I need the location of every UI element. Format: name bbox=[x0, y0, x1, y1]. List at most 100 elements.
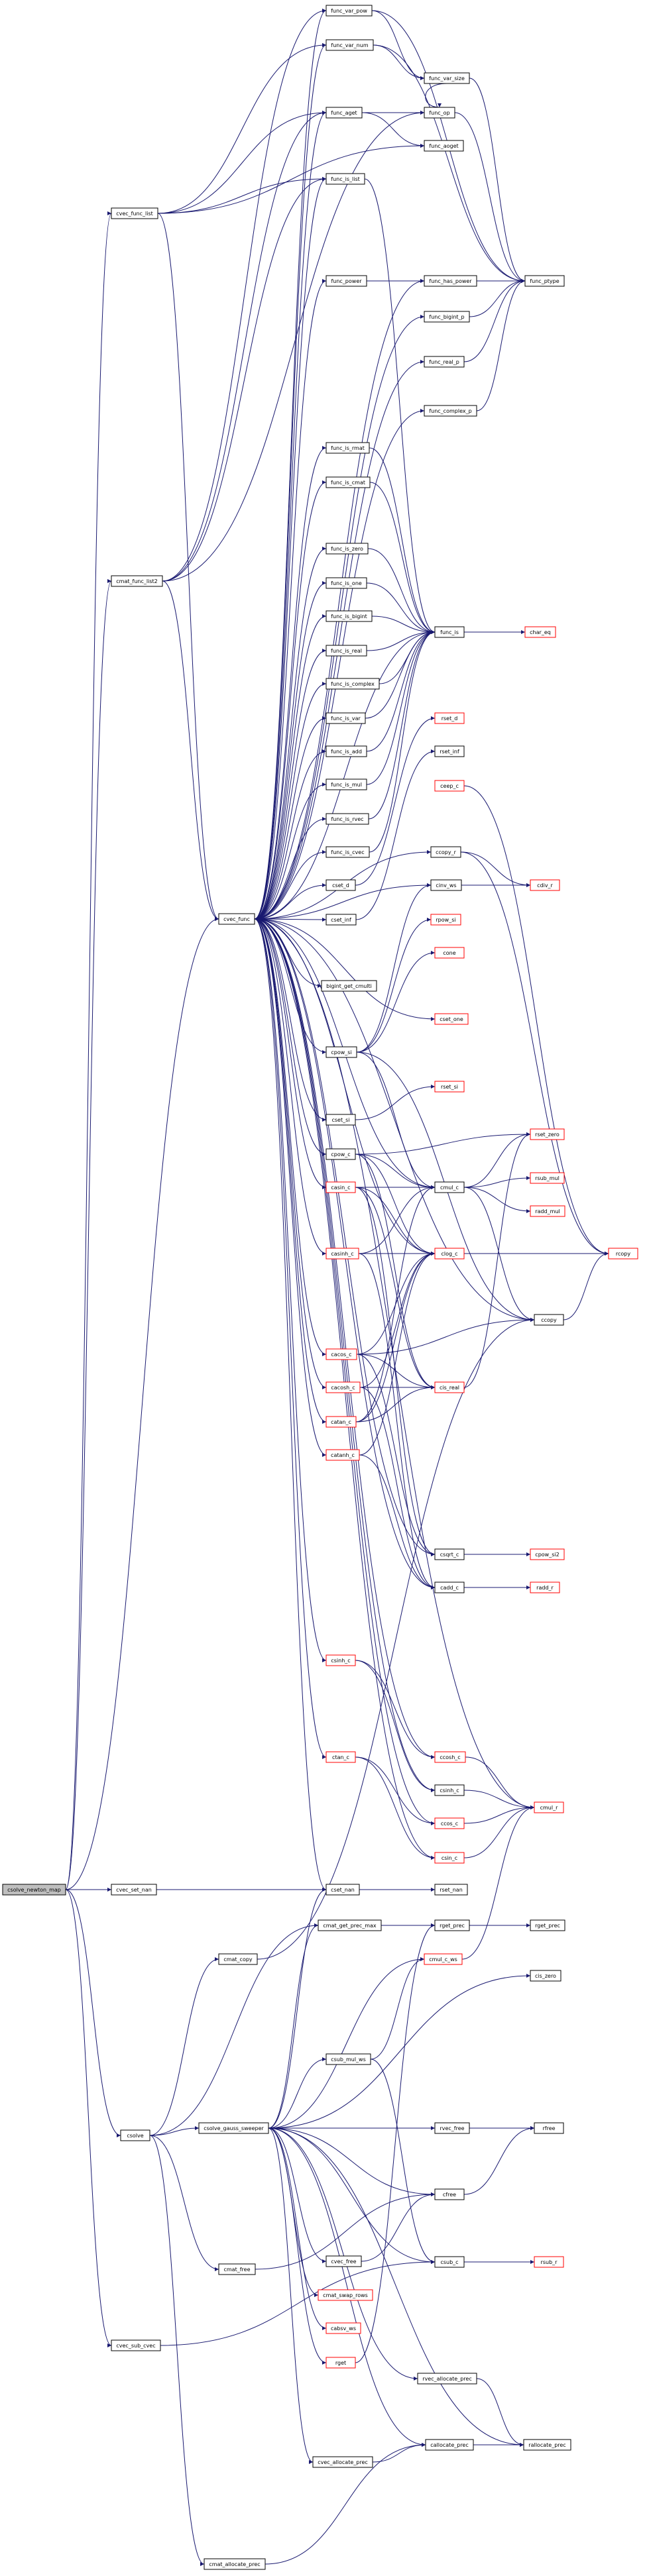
node-cinv-ws[interactable]: cinv_ws bbox=[430, 879, 462, 891]
node-csub-c[interactable]: csub_c bbox=[434, 2256, 465, 2268]
node-rvec-free[interactable]: rvec_free bbox=[434, 2122, 470, 2134]
node-func-is-bigint[interactable]: func_is_bigint bbox=[325, 610, 373, 622]
node-func-is-zero[interactable]: func_is_zero bbox=[325, 543, 369, 555]
node-char-eq[interactable]: char_eq bbox=[524, 626, 556, 638]
node-radd-r[interactable]: radd_r bbox=[530, 1582, 560, 1593]
node-func-aoget[interactable]: func_aoget bbox=[424, 140, 464, 152]
node-catanh-c[interactable]: catanh_c bbox=[325, 1449, 360, 1461]
node-cset-nan[interactable]: cset_nan bbox=[325, 1884, 360, 1896]
node-func-real-p[interactable]: func_real_p bbox=[424, 356, 465, 368]
node-cset-si[interactable]: cset_si bbox=[325, 1114, 356, 1126]
node-cabsv-ws[interactable]: cabsv_ws bbox=[325, 2322, 361, 2334]
node-rget-prec[interactable]: rget_prec bbox=[434, 1919, 470, 1931]
node-func-is-cmat[interactable]: func_is_cmat bbox=[325, 476, 371, 488]
node-cmat-free[interactable]: cmat_free bbox=[218, 2263, 256, 2275]
node-func-is-real[interactable]: func_is_real bbox=[325, 645, 367, 657]
node-csinh2-c[interactable]: csinh_c bbox=[434, 1784, 465, 1796]
node-cis-zero[interactable]: cis_zero bbox=[530, 1970, 561, 1982]
node-func-is-one[interactable]: func_is_one bbox=[325, 577, 367, 589]
node-csqrt-c[interactable]: csqrt_c bbox=[434, 1548, 465, 1560]
node-func-bigint-p[interactable]: func_bigint_p bbox=[424, 311, 470, 323]
node-csinh-c[interactable]: csinh_c bbox=[325, 1654, 356, 1666]
node-ctan-c[interactable]: ctan_c bbox=[325, 1751, 356, 1763]
node-rset-inf[interactable]: rset_inf bbox=[434, 745, 465, 757]
node-casinh-c[interactable]: casinh_c bbox=[325, 1248, 359, 1260]
node-ccopy-r[interactable]: ccopy_r bbox=[430, 846, 461, 858]
node-rset-nan[interactable]: rset_nan bbox=[434, 1884, 468, 1896]
node-func-var-size[interactable]: func_var_size bbox=[424, 72, 470, 84]
node-func-is-rvec[interactable]: func_is_rvec bbox=[325, 813, 369, 825]
node-bigint-get-cmulti[interactable]: bigint_get_cmulti bbox=[321, 980, 377, 992]
node-func-ptype[interactable]: func_ptype bbox=[524, 275, 565, 287]
node-func-power[interactable]: func_power bbox=[325, 275, 367, 287]
node-cmat-copy[interactable]: cmat_copy bbox=[218, 1953, 258, 1965]
node-cacos-c[interactable]: cacos_c bbox=[325, 1348, 357, 1360]
node-cmul-c-ws[interactable]: cmul_c_ws bbox=[424, 1953, 463, 1965]
node-rset-zero[interactable]: rset_zero bbox=[530, 1128, 565, 1140]
node-func-is-cvec[interactable]: func_is_cvec bbox=[325, 846, 370, 858]
node-cdiv-r[interactable]: cdiv_r bbox=[530, 879, 560, 891]
node-func-is-add[interactable]: func_is_add bbox=[325, 745, 367, 757]
node-cis-real[interactable]: cis_real bbox=[434, 1381, 465, 1393]
node-rpow-si[interactable]: rpow_si bbox=[430, 914, 461, 926]
node-cvec-free[interactable]: cvec_free bbox=[325, 2255, 362, 2267]
node-cset-inf[interactable]: cset_inf bbox=[325, 914, 357, 926]
node-rsub-r[interactable]: rsub_r bbox=[534, 2256, 564, 2268]
node-cset-one[interactable]: cset_one bbox=[434, 1013, 469, 1025]
node-cmul-r[interactable]: cmul_r bbox=[534, 1801, 564, 1813]
node-csolve[interactable]: csolve bbox=[120, 2129, 150, 2141]
node-func-aget[interactable]: func_aget bbox=[325, 107, 363, 119]
node-rfree[interactable]: rfree bbox=[534, 2122, 564, 2134]
node-radd-mul[interactable]: radd_mul bbox=[530, 1205, 565, 1217]
node-cvec-sub-cvec[interactable]: cvec_sub_cvec bbox=[111, 2339, 161, 2351]
node-func-has-power[interactable]: func_has_power bbox=[424, 275, 477, 287]
node-ccos-c[interactable]: ccos_c bbox=[434, 1817, 465, 1829]
node-cone[interactable]: cone bbox=[434, 947, 465, 959]
node-func-var-pow[interactable]: func_var_pow bbox=[325, 5, 373, 17]
node-rsub-mul[interactable]: rsub_mul bbox=[530, 1172, 565, 1184]
node-cvec-set-nan[interactable]: cvec_set_nan bbox=[111, 1884, 157, 1896]
node-cadd-c[interactable]: cadd_c bbox=[434, 1582, 465, 1593]
node-cmul-c[interactable]: cmul_c bbox=[434, 1181, 465, 1193]
node-csin-c[interactable]: csin_c bbox=[434, 1852, 465, 1864]
node-func-is-mul[interactable]: func_is_mul bbox=[325, 778, 367, 790]
node-cpow-si2[interactable]: cpow_si2 bbox=[530, 1548, 565, 1560]
node-cmat-allocate-prec[interactable]: cmat_allocate_prec bbox=[204, 2558, 266, 2570]
node-func-is[interactable]: func_is bbox=[434, 626, 465, 638]
node-csolve-gauss-sweeper[interactable]: csolve_gauss_sweeper bbox=[198, 2122, 269, 2134]
node-func-op[interactable]: func_op bbox=[424, 107, 455, 119]
node-func-is-list[interactable]: func_is_list bbox=[325, 173, 365, 185]
node-casin-c[interactable]: casin_c bbox=[325, 1181, 356, 1193]
node-func-is-var[interactable]: func_is_var bbox=[325, 712, 366, 724]
node-cvec-func-list[interactable]: cvec_func_list bbox=[111, 207, 158, 219]
node-cfree[interactable]: cfree bbox=[434, 2188, 465, 2200]
node-ccopy[interactable]: ccopy bbox=[534, 1314, 564, 1326]
node-ceep-c[interactable]: ceep_c bbox=[434, 780, 465, 792]
node-ccosh-c[interactable]: ccosh_c bbox=[434, 1751, 466, 1763]
node-func-is-complex[interactable]: func_is_complex bbox=[325, 678, 380, 690]
node-clog-c[interactable]: clog_c bbox=[434, 1248, 465, 1260]
node-csub-mul-ws[interactable]: csub_mul_ws bbox=[325, 2053, 371, 2065]
node-func-is-rmat[interactable]: func_is_rmat bbox=[325, 442, 370, 454]
node-rget-prec2[interactable]: rget_prec bbox=[530, 1919, 565, 1931]
node-rset-d[interactable]: rset_d bbox=[434, 712, 465, 724]
node-catan-c[interactable]: catan_c bbox=[325, 1416, 357, 1428]
node-cmat-get-prec-max[interactable]: cmat_get_prec_max bbox=[318, 1919, 382, 1931]
node-func-complex-p[interactable]: func_complex_p bbox=[424, 405, 477, 417]
node-rset-si[interactable]: rset_si bbox=[434, 1081, 465, 1093]
node-cpow-si[interactable]: cpow_si bbox=[325, 1046, 357, 1058]
node-rvec-allocate-prec[interactable]: rvec_allocate_prec bbox=[417, 2373, 477, 2385]
node-csolve-newton-map[interactable]: csolve_newton_map bbox=[2, 1884, 66, 1896]
node-rget[interactable]: rget bbox=[325, 2357, 356, 2369]
node-cset-d[interactable]: cset_d bbox=[325, 879, 356, 891]
node-rallocate-prec[interactable]: rallocate_prec bbox=[523, 2439, 571, 2451]
node-cvec-allocate-prec[interactable]: cvec_allocate_prec bbox=[312, 2456, 373, 2468]
node-rcopy[interactable]: rcopy bbox=[608, 1248, 638, 1260]
node-func-var-num[interactable]: func_var_num bbox=[325, 39, 374, 51]
node-cvec-func[interactable]: cvec_func bbox=[218, 913, 255, 925]
node-cmat-swap-rows[interactable]: cmat_swap_rows bbox=[318, 2289, 373, 2301]
node-cmat-func-list2[interactable]: cmat_func_list2 bbox=[111, 575, 163, 587]
node-cacosh-c[interactable]: cacosh_c bbox=[325, 1381, 361, 1393]
node-callocate-prec[interactable]: callocate_prec bbox=[425, 2439, 474, 2451]
node-cpow-c[interactable]: cpow_c bbox=[325, 1148, 356, 1160]
